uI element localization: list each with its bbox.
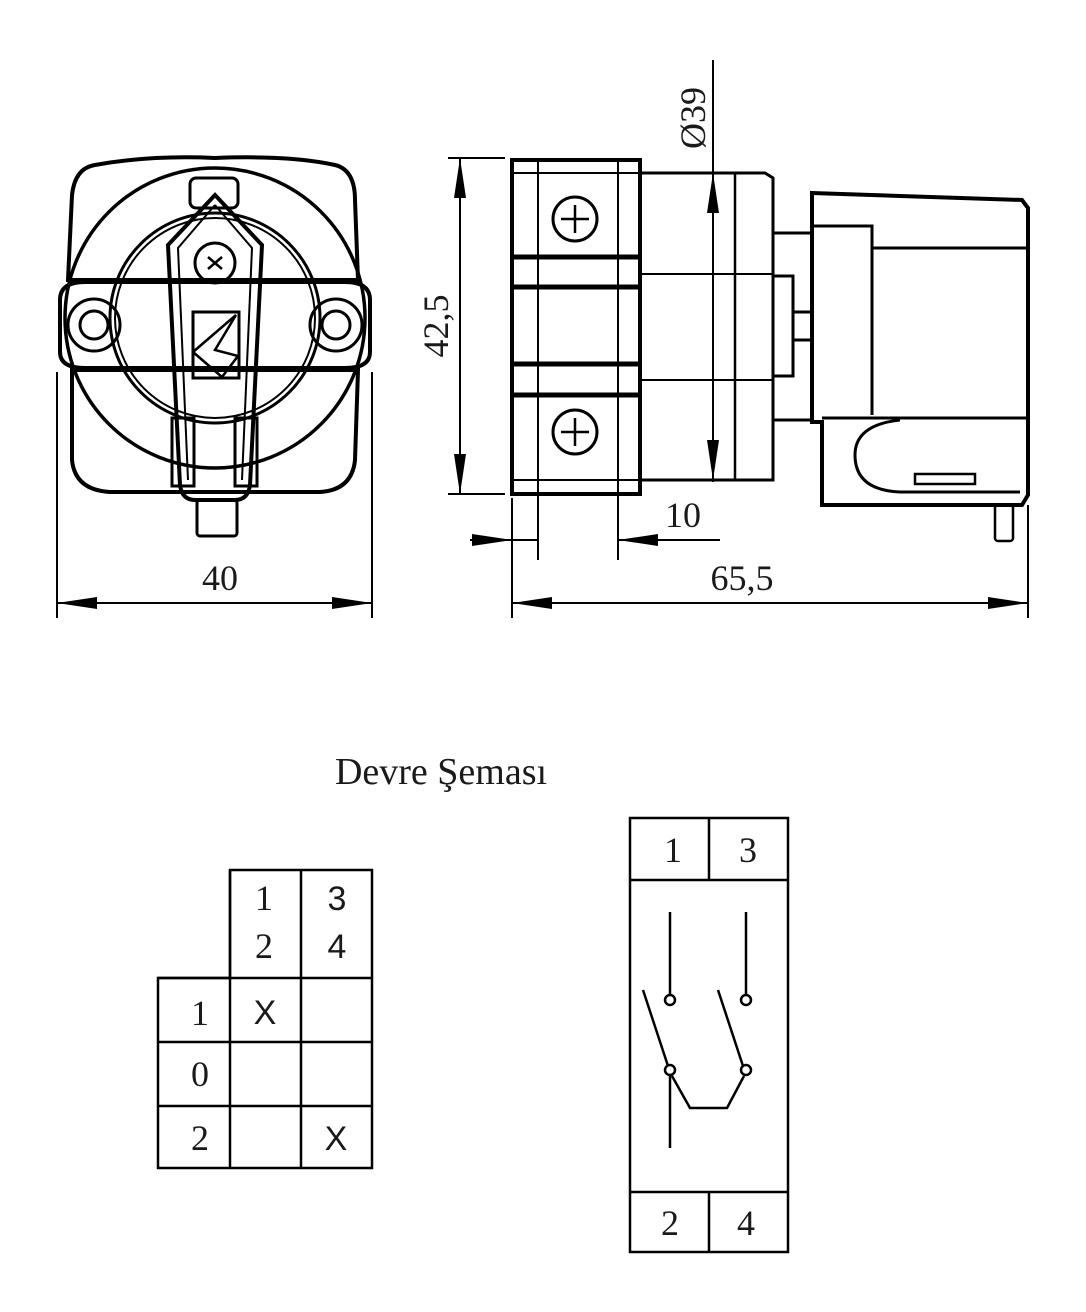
knob-circle xyxy=(108,211,322,425)
dimension-length-label: 65,5 xyxy=(711,558,774,598)
screw-icon xyxy=(193,241,237,285)
table-cell: X xyxy=(254,994,277,1032)
bezel-circle xyxy=(63,166,367,470)
terminal-label: 1 xyxy=(664,830,682,870)
terminal-label: 2 xyxy=(661,1203,679,1243)
terminal-label: 4 xyxy=(737,1203,755,1243)
front-view xyxy=(56,155,373,618)
dimension-width-label: 40 xyxy=(202,558,238,598)
dimension-offset-label: 10 xyxy=(665,495,701,535)
contact-header-1: 1 xyxy=(255,878,273,918)
contact-header-4: 4 xyxy=(328,928,347,966)
table-cell: X xyxy=(325,1120,348,1158)
switching-table xyxy=(156,868,374,1170)
dimension-height-label: 42,5 xyxy=(416,295,456,358)
circuit-schematic xyxy=(628,816,790,1254)
dimension-diameter-label: Ø39 xyxy=(673,87,713,149)
circuit-title: Devre Şeması xyxy=(335,751,547,793)
terminal-screw-icon xyxy=(551,195,599,243)
logo-icon xyxy=(191,310,241,380)
contact-point xyxy=(739,1063,753,1077)
position-label: 0 xyxy=(191,1054,209,1094)
contact-point xyxy=(663,993,677,1007)
contact-point xyxy=(663,1063,677,1077)
terminal-label: 3 xyxy=(739,830,757,870)
contact-header-3: 3 xyxy=(328,880,347,918)
position-label: 2 xyxy=(191,1118,209,1158)
terminal-screw-icon xyxy=(551,408,599,456)
contact-header-2: 2 xyxy=(255,926,273,966)
side-view xyxy=(448,60,1030,618)
contact-point xyxy=(739,993,753,1007)
position-label: 1 xyxy=(191,993,209,1033)
